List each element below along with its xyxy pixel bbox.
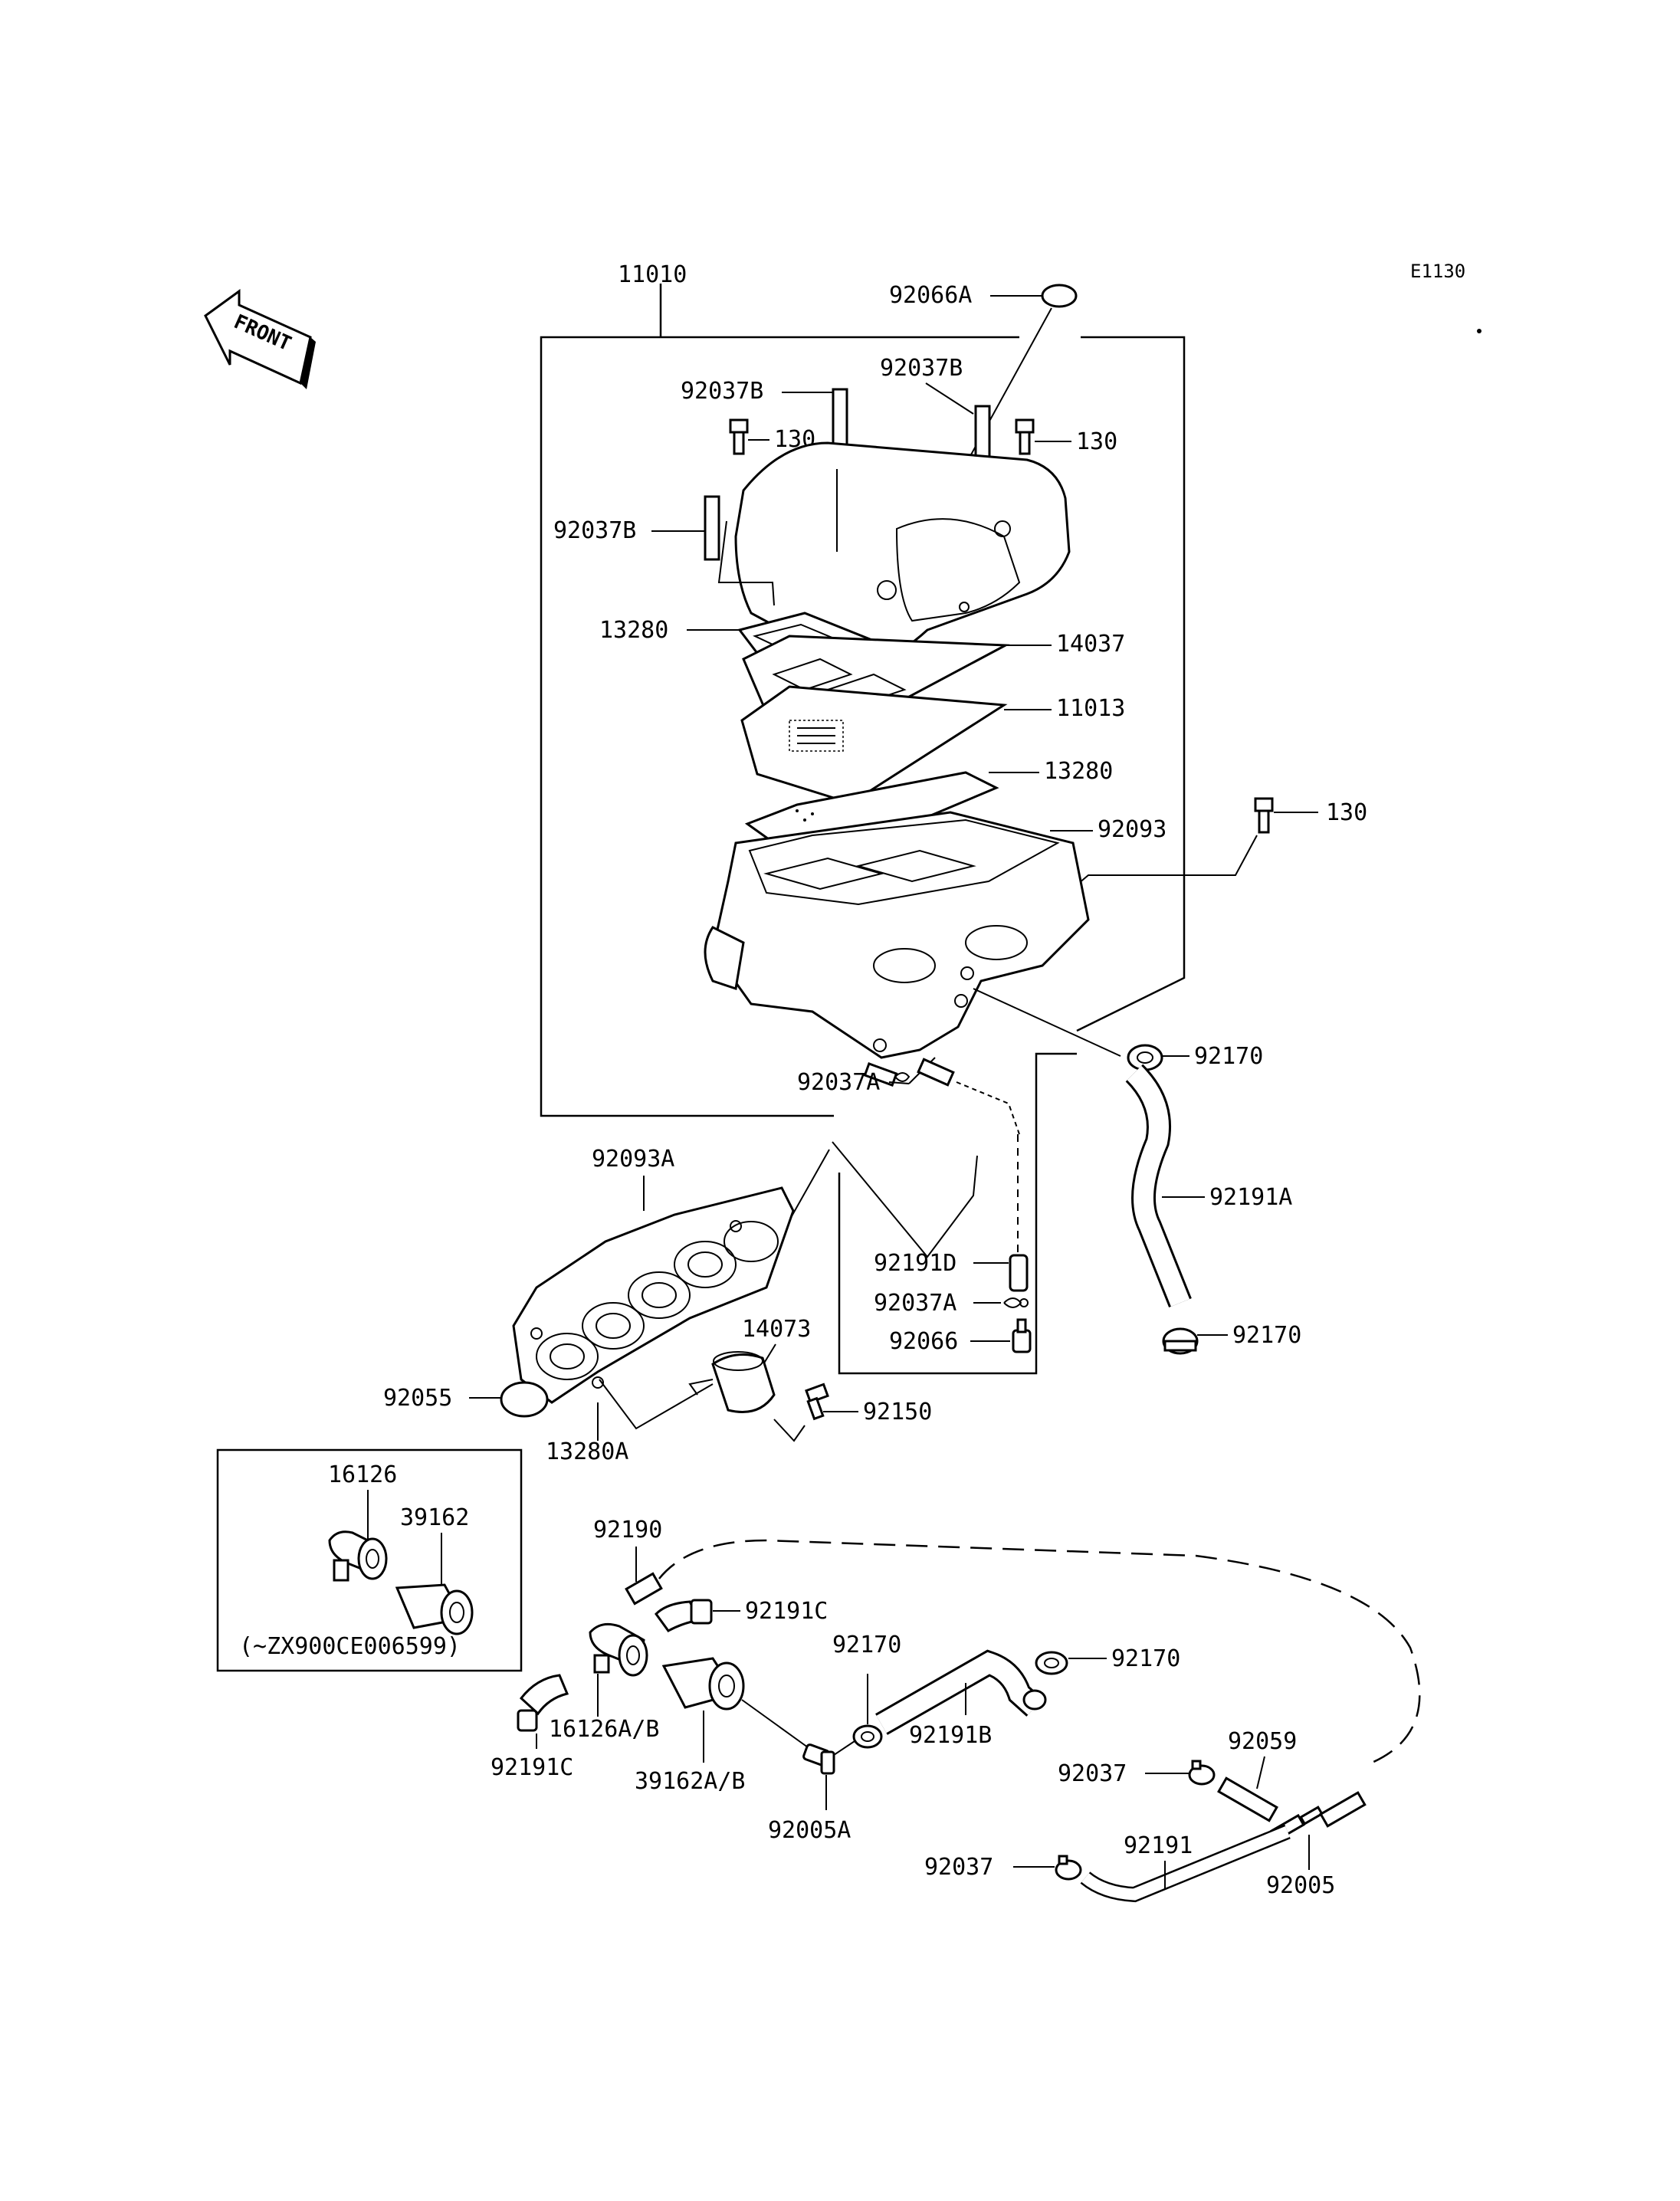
label-13280-2: 13280 [1044, 758, 1113, 785]
label-92190: 92190 [593, 1517, 662, 1543]
label-92170-1: 92170 [1194, 1043, 1263, 1070]
hose-short [917, 1058, 955, 1087]
hose-connector [1319, 1791, 1367, 1828]
label-92055: 92055 [383, 1385, 452, 1412]
label-92066A: 92066A [889, 282, 972, 309]
clip-92037A-1 [863, 1062, 911, 1087]
label-16126: 16126 [328, 1461, 397, 1488]
screw-92150 [805, 1383, 829, 1421]
label-11013: 11013 [1056, 695, 1125, 722]
bolt-130-1 [729, 418, 749, 455]
label-92150: 92150 [863, 1399, 932, 1425]
assembly-bracket-11010 [540, 284, 1186, 1375]
dot-mark [1477, 329, 1481, 333]
hose-92059 [1217, 1776, 1278, 1822]
clamp-92170-1 [1127, 1044, 1163, 1071]
clamp-92170-2 [1162, 1327, 1199, 1355]
label-130-2: 130 [1076, 428, 1117, 455]
label-130-3: 130 [1326, 799, 1367, 826]
label-92037B-1: 92037B [681, 378, 763, 405]
dashed-route-upper [658, 1539, 1421, 1764]
label-92191D: 92191D [874, 1250, 956, 1277]
label-92059: 92059 [1228, 1728, 1297, 1755]
label-92170-4: 92170 [1111, 1645, 1180, 1672]
label-92037-2: 92037 [924, 1854, 993, 1881]
hose-92191C-1 [655, 1599, 713, 1632]
air-cleaner-cover [734, 441, 1071, 668]
label-92037A-2: 92037A [874, 1290, 956, 1317]
inset-note: (~ZX900CE006599) [239, 1633, 461, 1660]
drain-hose-92191D [1009, 1254, 1029, 1292]
clip-92037A-2 [1003, 1297, 1029, 1308]
label-92191A: 92191A [1209, 1184, 1292, 1211]
hose-92191C-2 [517, 1674, 569, 1732]
filter-element-11013 [740, 685, 1008, 805]
label-39162: 39162 [400, 1504, 469, 1531]
label-92037B-2: 92037B [880, 355, 963, 382]
label-92093A: 92093A [592, 1146, 674, 1173]
joint-92005A [802, 1743, 835, 1775]
clamp-92037-1 [1188, 1760, 1216, 1786]
label-92191: 92191 [1124, 1832, 1193, 1859]
clamp-92170-4 [1035, 1651, 1068, 1675]
label-92191C-2: 92191C [491, 1754, 573, 1781]
label-92066: 92066 [889, 1328, 958, 1355]
label-92037A-1: 92037A [797, 1069, 880, 1096]
valve-16126 [328, 1530, 388, 1582]
label-11010: 11010 [618, 261, 687, 288]
filter-39162 [395, 1583, 474, 1635]
label-14073: 14073 [742, 1316, 811, 1343]
inset-box [216, 1448, 523, 1672]
duct-14073 [688, 1351, 776, 1413]
label-92005A: 92005A [768, 1817, 851, 1844]
bolt-130-3 [1254, 797, 1274, 834]
label-92170-2: 92170 [1232, 1322, 1301, 1349]
label-92005: 92005 [1266, 1872, 1335, 1899]
front-arrow-icon: FRONT [204, 289, 316, 389]
valve-16126AB [589, 1622, 648, 1677]
diagram-code: E1130 [1410, 261, 1465, 282]
label-92037-1: 92037 [1058, 1760, 1127, 1787]
plug-92066A [1041, 284, 1078, 308]
clamp-92037-2 [1055, 1855, 1082, 1881]
label-92191B: 92191B [909, 1722, 992, 1749]
label-92170-3: 92170 [832, 1632, 901, 1658]
label-13280-1: 13280 [599, 617, 668, 644]
seal-92055 [500, 1381, 549, 1418]
filter-39162AB [661, 1657, 745, 1711]
clip-92037B-3 [704, 495, 720, 561]
label-16126AB: 16126A/B [549, 1716, 660, 1743]
hose-92190 [625, 1572, 663, 1606]
label-13280A: 13280A [546, 1438, 628, 1465]
label-92037B-3: 92037B [553, 517, 636, 544]
label-92093: 92093 [1098, 816, 1166, 843]
label-39162AB: 39162A/B [635, 1768, 746, 1795]
cap-92066 [1012, 1318, 1032, 1353]
label-14037: 14037 [1056, 631, 1125, 658]
bolt-130-2 [1015, 418, 1035, 455]
air-cleaner-case-lower [704, 811, 1090, 1059]
label-92191C-1: 92191C [745, 1598, 828, 1625]
clamp-92170-3 [852, 1724, 883, 1749]
